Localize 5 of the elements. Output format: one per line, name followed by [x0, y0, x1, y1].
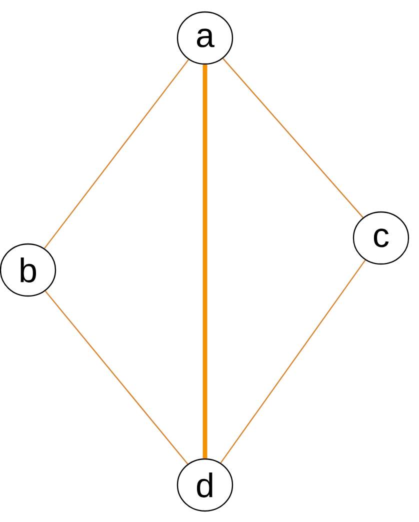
edge-line	[44, 290, 188, 464]
edge-line	[220, 260, 366, 464]
edge-line	[202, 64, 208, 458]
edge-line	[44, 59, 190, 249]
edge-line	[222, 58, 364, 218]
